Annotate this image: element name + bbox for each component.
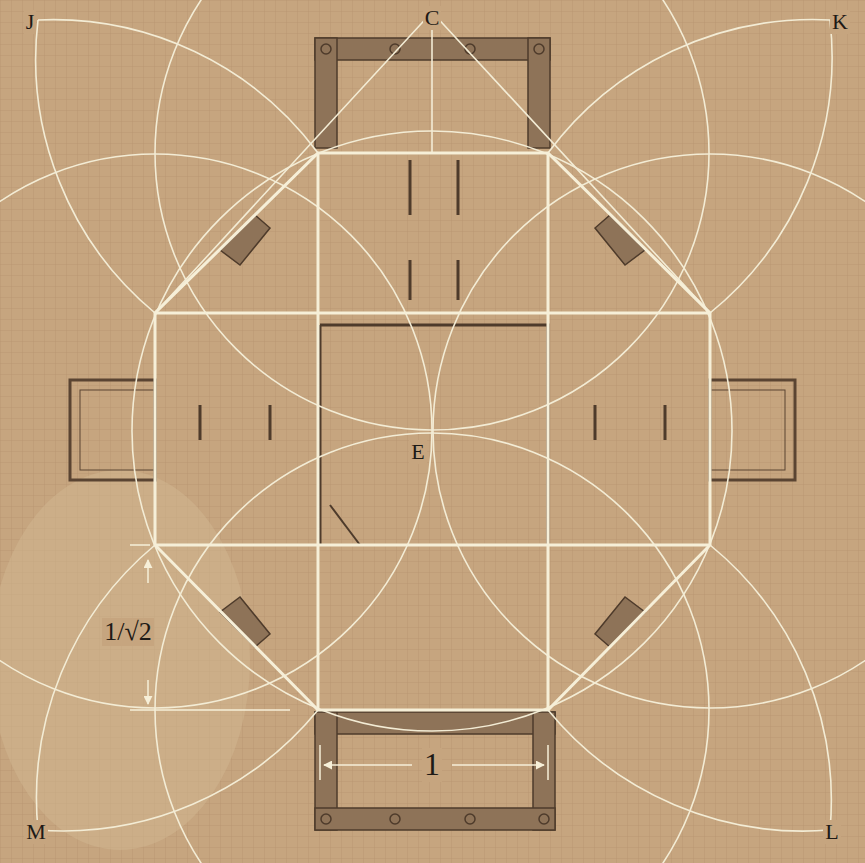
wall (200, 160, 665, 545)
point-label: K (830, 10, 850, 33)
point-label: 1/√2 (102, 618, 154, 645)
point-label: 1 (422, 748, 442, 782)
point-label: C (423, 6, 442, 29)
column (321, 44, 549, 824)
dimension-line (130, 545, 548, 780)
point-label: J (24, 10, 37, 33)
point-label: M (24, 820, 48, 843)
point-label: L (823, 820, 840, 843)
point-label: E (409, 440, 426, 463)
stain (0, 470, 250, 850)
octagon-grid (155, 153, 710, 710)
